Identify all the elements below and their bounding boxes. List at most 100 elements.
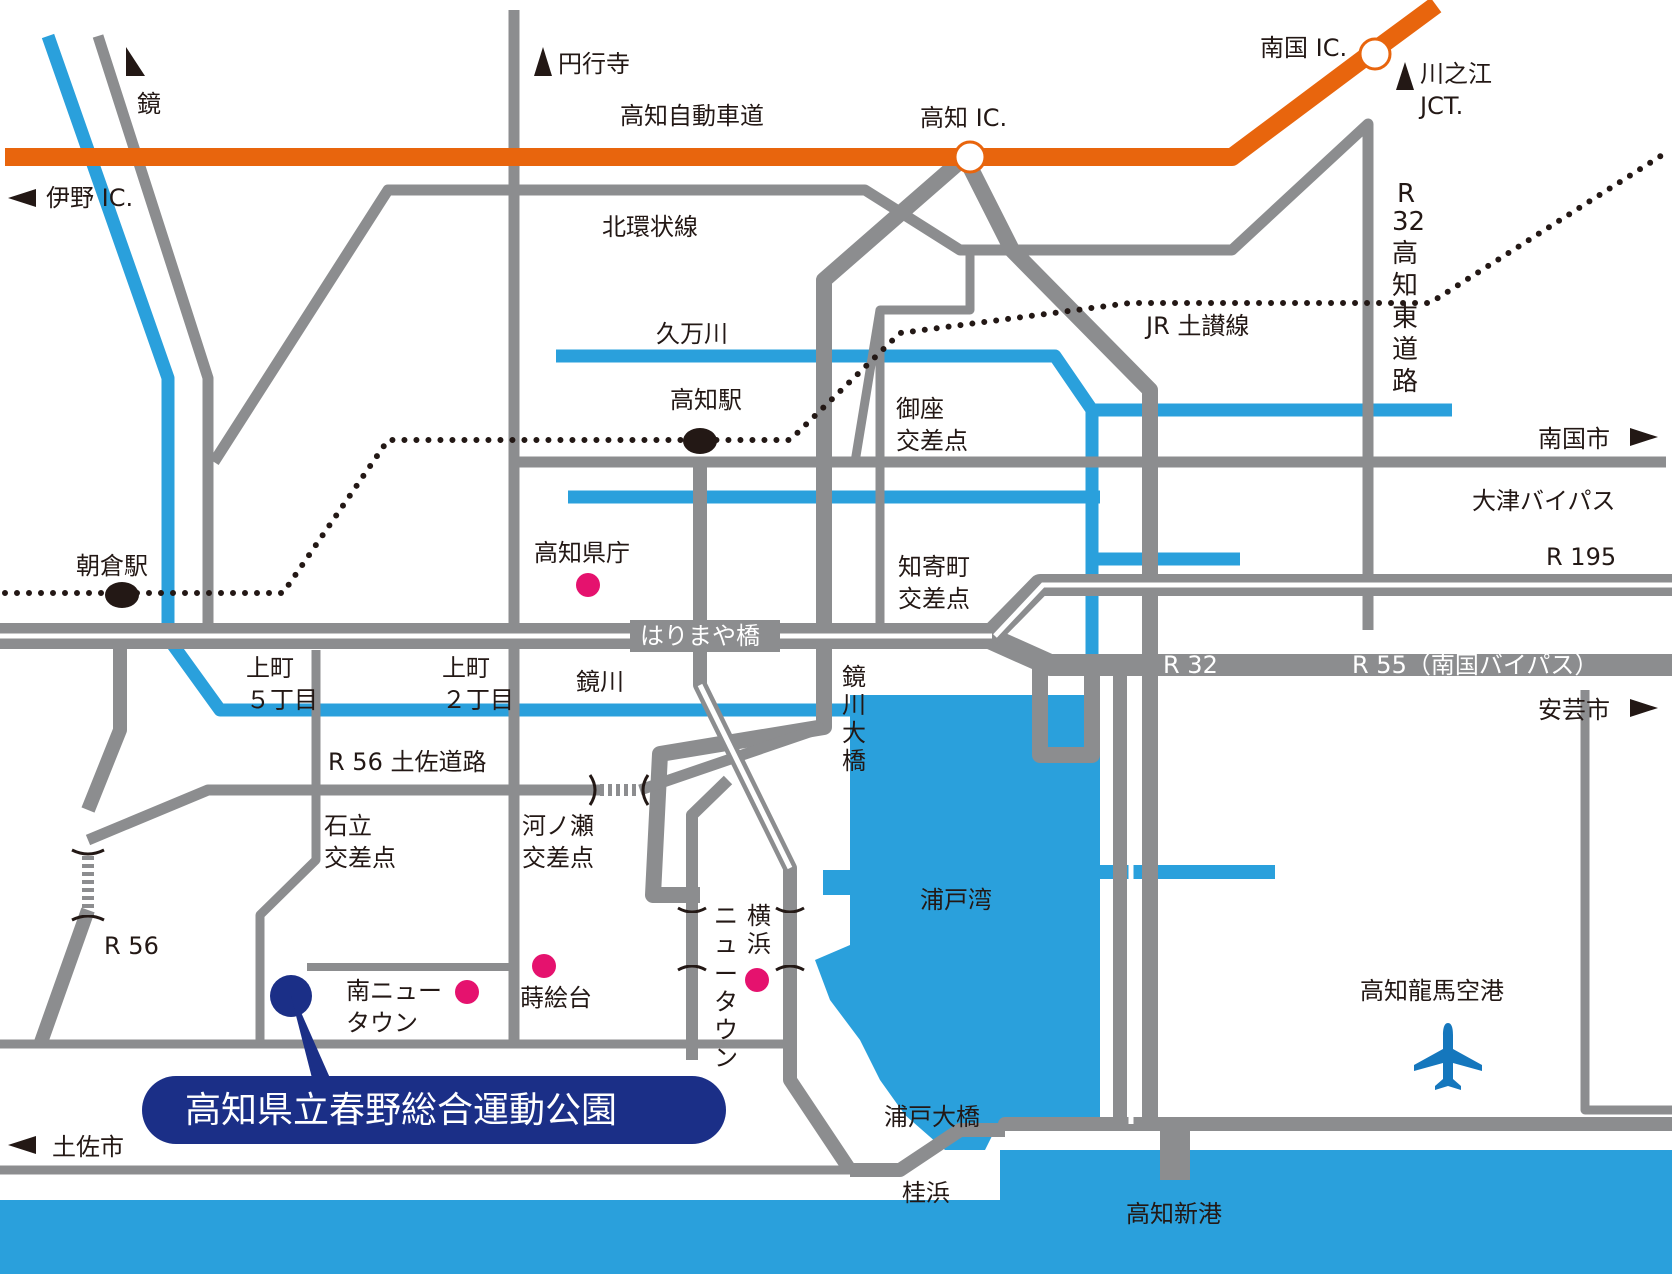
r32-v-char: 32 bbox=[1392, 207, 1425, 237]
kagami-arrow-icon bbox=[126, 47, 145, 76]
road-goza bbox=[875, 250, 975, 640]
urado-bridge-road bbox=[850, 1123, 1005, 1177]
kochi-expressway bbox=[5, 0, 1442, 166]
otsu-bypass-label: 大津バイパス bbox=[1472, 487, 1616, 515]
nankoku-city-arrow-icon bbox=[1630, 428, 1658, 446]
bridge-ladders bbox=[82, 784, 796, 965]
water-layer bbox=[0, 695, 1672, 1274]
chiyorimachi-label-1: 知寄町 bbox=[898, 553, 970, 581]
kamimachi2-label-2: ２丁目 bbox=[442, 686, 514, 714]
minami-new-town-dot-icon bbox=[455, 980, 479, 1004]
makie-dot-icon bbox=[532, 954, 556, 978]
ishitate-label-1: 石立 bbox=[324, 812, 372, 840]
r32-vertical-label: R 32 高 知 東 道 路 bbox=[1392, 179, 1425, 397]
yokohama-nt-char: ュ bbox=[714, 930, 738, 958]
engyoji-direction-label: 円行寺 bbox=[558, 50, 630, 78]
ishitate-label-2: 交差点 bbox=[324, 844, 396, 872]
park-pointer-icon bbox=[291, 996, 330, 1078]
konose-label-2: 交差点 bbox=[522, 844, 594, 872]
goza-label-1: 御座 bbox=[896, 395, 944, 423]
kuma-river-label: 久万川 bbox=[656, 320, 728, 348]
bay-loop-road bbox=[1032, 665, 1100, 763]
urado-bay bbox=[815, 695, 1100, 1150]
konose-label-1: 河ノ瀬 bbox=[522, 812, 594, 840]
airplane-icon bbox=[1414, 1023, 1482, 1090]
kagamigawa-bridge-char: 川 bbox=[842, 691, 866, 719]
goza-label-2: 交差点 bbox=[896, 427, 968, 455]
kamimachi5-label-1: 上町 bbox=[246, 654, 294, 682]
yokohama-nt-char: ウ bbox=[714, 1016, 738, 1044]
airport-label: 高知龍馬空港 bbox=[1360, 977, 1504, 1005]
tosa-city-arrow-icon bbox=[8, 1136, 36, 1154]
kita-kanjo-road bbox=[209, 118, 1374, 630]
kita-kanjo-label: 北環状線 bbox=[602, 213, 698, 241]
kagami-river-label: 鏡川 bbox=[576, 668, 624, 696]
makie-label: 蒔絵台 bbox=[520, 984, 592, 1012]
r32-east bbox=[980, 625, 1672, 676]
r32-v-char: 路 bbox=[1392, 367, 1418, 397]
yokohama-nt-char: ニ bbox=[714, 902, 738, 930]
r56-label: R 56 bbox=[104, 932, 159, 960]
labels: 鏡 円行寺 伊野 IC. 川之江 JCT. 南国 IC. 高知 IC. 高知自動… bbox=[46, 34, 1616, 1228]
r32-v-char: 高 bbox=[1392, 239, 1418, 269]
kochi-station-icon bbox=[683, 428, 717, 454]
yokohama-char: 浜 bbox=[747, 930, 771, 958]
jr-dosan-line bbox=[2, 149, 1670, 596]
kochi-ic-label: 高知 IC. bbox=[920, 104, 1007, 132]
bridge-mark-konose-north bbox=[677, 906, 707, 914]
bay-channel-east bbox=[1090, 865, 1275, 879]
bridge-mark-yokohama-north bbox=[775, 906, 805, 914]
engyoji-arrow-icon bbox=[534, 47, 552, 76]
yokohama-nt-char: タ bbox=[714, 988, 738, 1016]
ino-ic-arrow-icon bbox=[8, 189, 36, 207]
r56-tosa-road-east bbox=[638, 721, 826, 796]
r195-centerline bbox=[993, 582, 1672, 638]
bridge-marks bbox=[71, 774, 805, 972]
shinko-label: 高知新港 bbox=[1126, 1200, 1222, 1228]
minami-new-town-label-2: タウン bbox=[346, 1009, 418, 1037]
kagamigawa-bridge-char: 大 bbox=[842, 719, 866, 747]
harimaya-label: はりまや橋 bbox=[640, 622, 760, 650]
road-kochi-ic-west bbox=[645, 150, 971, 903]
kawanoe-label: 川之江 bbox=[1420, 60, 1492, 88]
prefectural-office-label: 高知県庁 bbox=[534, 539, 630, 567]
park-name-badge bbox=[142, 1076, 726, 1144]
kochi-ic-icon bbox=[953, 140, 987, 174]
road-kochi-ic-east bbox=[957, 153, 1158, 1124]
road-centerlines bbox=[0, 582, 1672, 1124]
kagami-direction-label: 鏡 bbox=[137, 90, 161, 118]
r56-tosa-road-label: R 56 土佐道路 bbox=[328, 748, 486, 776]
r32-v-char: 知 bbox=[1392, 271, 1418, 301]
asakura-station-label: 朝倉駅 bbox=[76, 552, 148, 580]
r55-label: R 55（南国バイパス） bbox=[1352, 651, 1598, 679]
harimaya-label-bg bbox=[630, 620, 780, 652]
kawanoe-arrow-icon bbox=[1396, 62, 1414, 90]
r32-v-char: 道 bbox=[1392, 335, 1418, 365]
asakura-station-icon bbox=[105, 582, 139, 608]
yokohama-new-town-dot-icon bbox=[745, 968, 769, 992]
yokohama-char: 横 bbox=[747, 902, 771, 930]
tosa-city-label: 土佐市 bbox=[52, 1133, 124, 1161]
ino-ic-label: 伊野 IC. bbox=[46, 184, 133, 212]
port-water bbox=[0, 1150, 1672, 1210]
harimaya-south-centerline bbox=[697, 683, 793, 870]
kuma-river bbox=[556, 349, 1452, 417]
r56-tosa-road bbox=[85, 784, 600, 846]
chiyorimachi-label-2: 交差点 bbox=[898, 585, 970, 613]
yokohama-new-town-label: 横 浜 ニ ュ ー タ ウ ン bbox=[714, 902, 771, 1072]
bridge-mark-r56-south bbox=[71, 914, 105, 922]
nankoku-ic-icon bbox=[1358, 37, 1392, 71]
bridge-mark-tosa-west bbox=[588, 774, 597, 806]
yokohama-nt-char: ン bbox=[714, 1044, 738, 1072]
port-road bbox=[998, 1117, 1672, 1131]
yokohama-nt-char: ー bbox=[714, 960, 738, 988]
kamimachi5-label-2: ５丁目 bbox=[246, 686, 318, 714]
ishitate-road bbox=[255, 650, 321, 1044]
dosan-line-label: JR 土讃線 bbox=[1144, 312, 1249, 340]
sea bbox=[0, 1200, 1672, 1274]
prefectural-office-dot-icon bbox=[576, 573, 600, 597]
r32-v-char: 東 bbox=[1392, 303, 1418, 333]
airport-road bbox=[1580, 690, 1672, 1115]
katsurahama-label: 桂浜 bbox=[902, 1179, 950, 1207]
